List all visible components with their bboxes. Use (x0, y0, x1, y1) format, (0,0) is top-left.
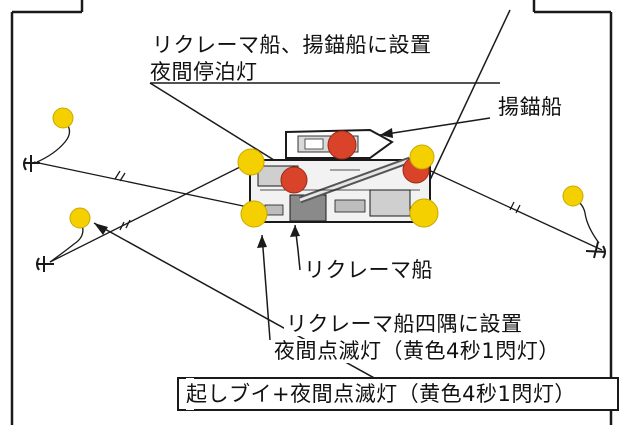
buoy-icon (69, 207, 91, 229)
red-light-anchor-ship (327, 130, 357, 160)
night-light-label-line1: リクレーマ船、揚錨船に設置 (152, 33, 432, 57)
yellow-light-nw (237, 148, 265, 176)
frame (10, 0, 613, 425)
red-light-reclaimer-left (280, 166, 308, 194)
reclaimer-ship-label: リクレーマ船 (302, 258, 435, 282)
wire-upper-left (33, 161, 249, 208)
corner-light-label-line1: リクレーマ船四隅に設置 (284, 312, 525, 336)
anchor-icon (23, 155, 40, 172)
buoy-icon (562, 185, 584, 207)
mooring-wires (33, 119, 603, 263)
pointer-lines (93, 9, 511, 396)
yellow-light-sw (240, 200, 268, 228)
buoy-light-label: 起しブイ+夜間点滅灯（黄色4秒1閃灯） (186, 382, 576, 406)
yellow-light-se (409, 198, 439, 228)
corner-yellow-lights (237, 144, 439, 228)
wire-lower-left (49, 161, 251, 263)
night-light-label-line2: 夜間停泊灯 (150, 60, 258, 84)
anchor-icon (36, 256, 54, 272)
anchor-icon (585, 241, 607, 259)
anchor-ship-label: 揚錨船 (498, 95, 563, 119)
yellow-light-ne (409, 144, 435, 170)
buoy-yellow-lights (52, 107, 584, 229)
buoy-label-box (177, 377, 619, 411)
buoy-icon (52, 107, 74, 129)
corner-light-label-line2: 夜間点滅灯（黄色4秒1閃灯） (272, 339, 562, 363)
reclaimer-ship (249, 156, 431, 223)
